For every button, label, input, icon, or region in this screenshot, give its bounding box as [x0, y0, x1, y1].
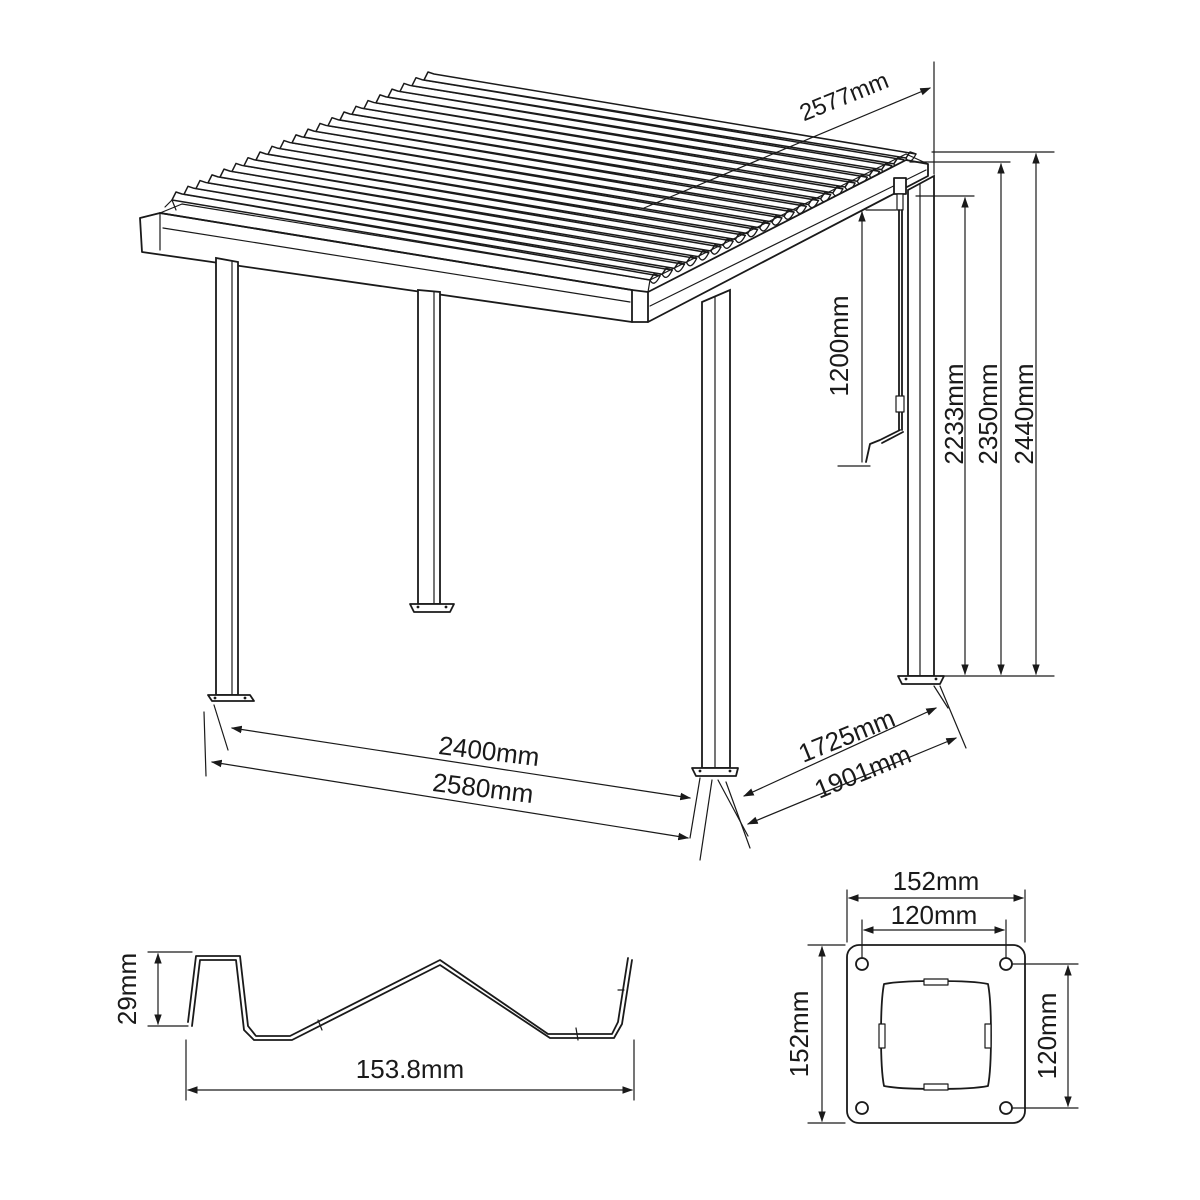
louvre-slat — [255, 151, 747, 241]
louvre-end-cap — [771, 217, 783, 226]
louvre-slat — [399, 82, 893, 171]
post-left-back — [409, 289, 455, 613]
louvre-end-cap — [649, 275, 661, 284]
roof-louvres — [171, 71, 917, 284]
dimension-hole-spacing-x: 120mm — [891, 900, 978, 930]
dimension-louvre-width: 153.8mm — [356, 1054, 464, 1084]
dimension-plate-width: 152mm — [893, 866, 980, 896]
louvre-slat — [327, 116, 820, 206]
base-plate: 152mm 120mm 152mm 120mm — [784, 866, 1079, 1124]
louvre-end-cap — [710, 246, 722, 255]
louvre-end-cap — [685, 258, 698, 267]
louvre-profile: 29mm 153.8mm — [112, 951, 635, 1101]
dimension-handle-drop: 1200mm — [824, 295, 854, 396]
louvre-end-cap — [698, 252, 710, 261]
crank-handle — [865, 177, 907, 463]
dimension-outer-width: 2580mm — [431, 767, 535, 809]
dimension-inner-width: 2400mm — [437, 730, 541, 772]
louvre-end-cap — [746, 229, 759, 238]
louvre-slat — [303, 128, 795, 217]
roof-frame — [139, 153, 929, 323]
louvre-slat — [231, 162, 722, 252]
post-left-front — [207, 256, 255, 702]
pergola-view — [139, 71, 945, 777]
dimension-louvre-height: 29mm — [112, 953, 142, 1025]
post-right-back — [897, 174, 945, 685]
louvre-end-cap — [673, 264, 685, 273]
dimension-plate-height: 152mm — [784, 991, 814, 1078]
louvre-end-cap — [759, 223, 771, 232]
dimension-clear-height: 2233mm — [939, 363, 969, 464]
louvre-slat — [375, 94, 868, 182]
dimension-roof-depth: 2577mm — [796, 67, 893, 127]
louvre-slat — [351, 105, 844, 194]
louvre-end-cap — [734, 235, 746, 244]
dimension-total-height: 2440mm — [1009, 363, 1039, 464]
dimension-hole-spacing-y: 120mm — [1032, 993, 1062, 1080]
post-right-front — [691, 288, 739, 777]
bolt-hole-bottom-left — [855, 1101, 869, 1115]
louvre-slat — [279, 139, 771, 229]
dimension-beam-height: 2350mm — [973, 363, 1003, 464]
louvre-end-cap — [722, 240, 734, 249]
louvre-end-cap — [661, 269, 673, 279]
